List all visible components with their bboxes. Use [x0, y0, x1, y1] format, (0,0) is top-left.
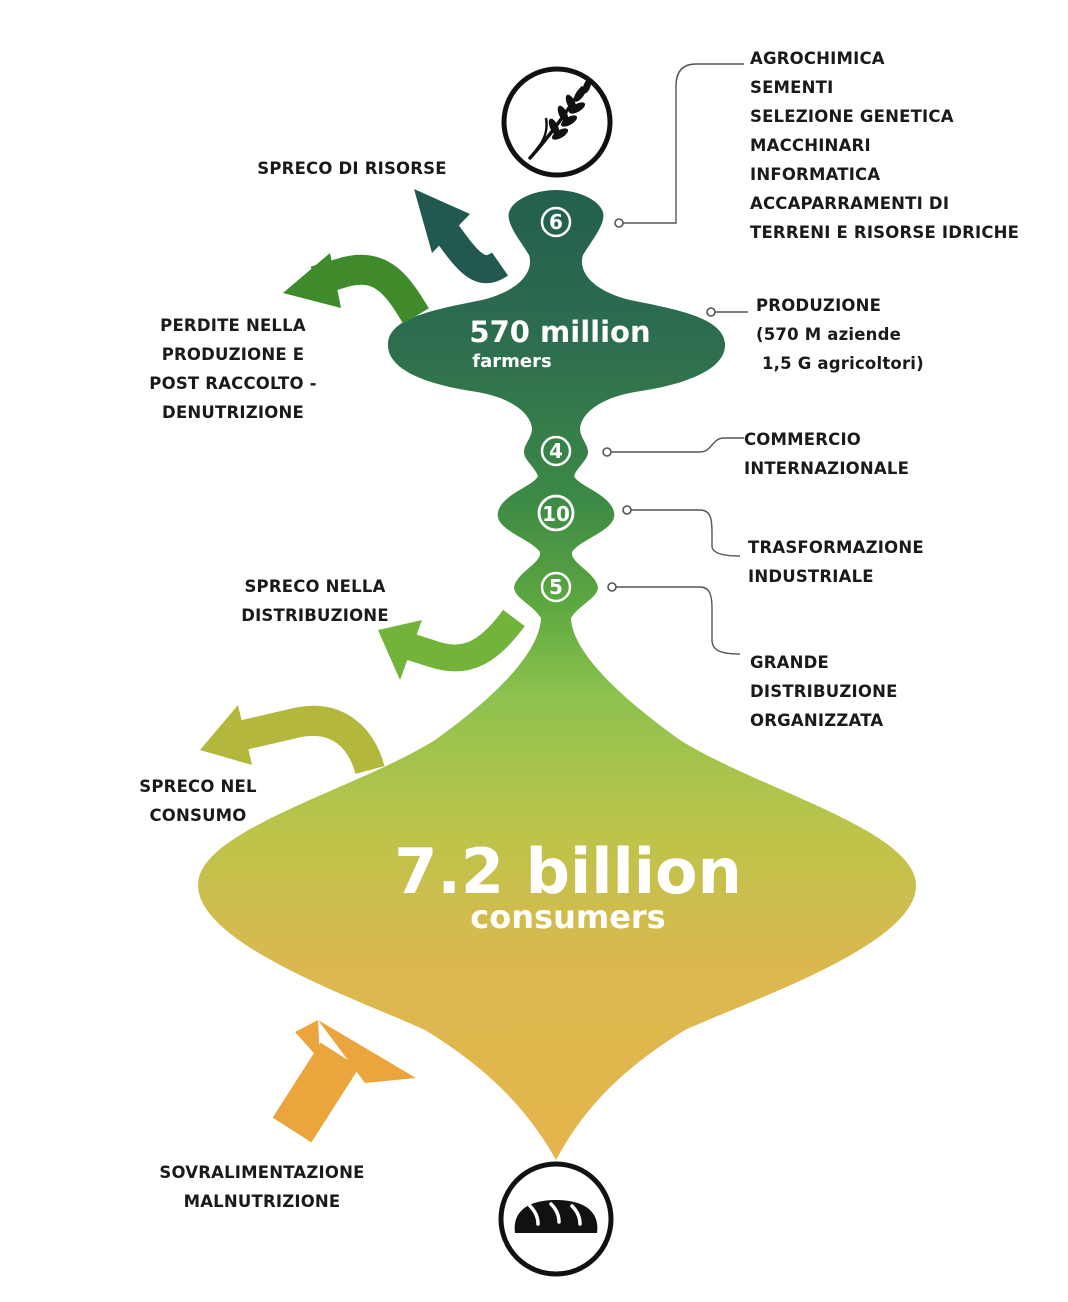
- production-loss-label: PERDITE NELLA PRODUZIONE E POST RACCOLTO…: [149, 316, 316, 422]
- svg-text:INTERNAZIONALE: INTERNAZIONALE: [744, 459, 909, 478]
- svg-text:TERRENI E RISORSE IDRICHE: TERRENI E RISORSE IDRICHE: [750, 223, 1019, 242]
- svg-text:INFORMATICA: INFORMATICA: [750, 165, 880, 184]
- svg-text:CONSUMO: CONSUMO: [149, 806, 246, 825]
- svg-text:PERDITE NELLA: PERDITE NELLA: [160, 316, 306, 335]
- inputs-label: AGROCHIMICA SEMENTI SELEZIONE GENETICA M…: [750, 49, 1019, 242]
- svg-text:GRANDE: GRANDE: [750, 653, 829, 672]
- svg-text:PRODUZIONE E: PRODUZIONE E: [162, 345, 305, 364]
- svg-text:SELEZIONE GENETICA: SELEZIONE GENETICA: [750, 107, 954, 126]
- svg-text:ACCAPARRAMENTI DI: ACCAPARRAMENTI DI: [750, 194, 949, 213]
- retail-label: GRANDE DISTRIBUZIONE ORGANIZZATA: [750, 653, 898, 730]
- svg-text:DISTRIBUZIONE: DISTRIBUZIONE: [241, 606, 389, 625]
- svg-text:MACCHINARI: MACCHINARI: [750, 136, 871, 155]
- trade-label: COMMERCIO INTERNAZIONALE: [744, 430, 909, 478]
- consumers-number: 7.2 billion: [394, 835, 742, 908]
- badge-trade: 4: [540, 435, 572, 467]
- svg-text:MALNUTRIZIONE: MALNUTRIZIONE: [184, 1192, 341, 1211]
- svg-text:SPRECO NELLA: SPRECO NELLA: [244, 577, 385, 596]
- badge-retail: 5: [540, 571, 572, 603]
- svg-text:AGROCHIMICA: AGROCHIMICA: [750, 49, 885, 68]
- farmers-label: farmers: [472, 351, 551, 372]
- svg-text:DENUTRIZIONE: DENUTRIZIONE: [162, 403, 304, 422]
- overnutrition-arrow: [272, 1020, 416, 1143]
- svg-text:5: 5: [549, 575, 563, 599]
- svg-text:PRODUZIONE: PRODUZIONE: [756, 296, 881, 315]
- distribution-waste-label: SPRECO NELLA DISTRIBUZIONE: [241, 577, 389, 625]
- consumers-label: consumers: [470, 898, 665, 936]
- resource-waste-arrow: [414, 189, 509, 283]
- svg-text:COMMERCIO: COMMERCIO: [744, 430, 861, 449]
- industry-label: TRASFORMAZIONE INDUSTRIALE: [748, 538, 924, 586]
- svg-text:SEMENTI: SEMENTI: [750, 78, 833, 97]
- farmers-number: 570 million: [469, 315, 650, 349]
- svg-text:DISTRIBUZIONE: DISTRIBUZIONE: [750, 682, 898, 701]
- svg-text:4: 4: [549, 439, 563, 463]
- svg-text:(570 M aziende: (570 M aziende: [756, 325, 901, 344]
- svg-text:ORGANIZZATA: ORGANIZZATA: [750, 711, 883, 730]
- overnutrition-label: SOVRALIMENTAZIONE MALNUTRIZIONE: [159, 1163, 364, 1211]
- food-chain-funnel: [198, 190, 917, 1160]
- bread-icon: [498, 1161, 614, 1277]
- wheat-icon: [501, 66, 613, 178]
- svg-text:SOVRALIMENTAZIONE: SOVRALIMENTAZIONE: [159, 1163, 364, 1182]
- badge-top: 6: [540, 206, 572, 238]
- production-loss-arrow: [283, 253, 429, 324]
- production-label: PRODUZIONE (570 M aziende 1,5 G agricolt…: [756, 296, 924, 373]
- svg-text:6: 6: [549, 210, 563, 234]
- svg-text:INDUSTRIALE: INDUSTRIALE: [748, 567, 874, 586]
- distribution-waste-arrow: [378, 609, 525, 680]
- svg-text:10: 10: [542, 502, 570, 526]
- consumption-waste-label: SPRECO NEL CONSUMO: [139, 777, 257, 825]
- svg-text:SPRECO DI RISORSE: SPRECO DI RISORSE: [257, 159, 446, 178]
- connector-dots: [602, 218, 716, 592]
- resource-waste-label: SPRECO DI RISORSE: [257, 159, 446, 178]
- consumption-waste-arrow: [200, 705, 385, 775]
- svg-text:POST RACCOLTO -: POST RACCOLTO -: [149, 374, 316, 393]
- connectors: [608, 63, 748, 655]
- badge-industry: 10: [537, 494, 575, 532]
- svg-text:SPRECO NEL: SPRECO NEL: [139, 777, 257, 796]
- svg-text:TRASFORMAZIONE: TRASFORMAZIONE: [748, 538, 924, 557]
- svg-text:1,5 G agricoltori): 1,5 G agricoltori): [756, 354, 924, 373]
